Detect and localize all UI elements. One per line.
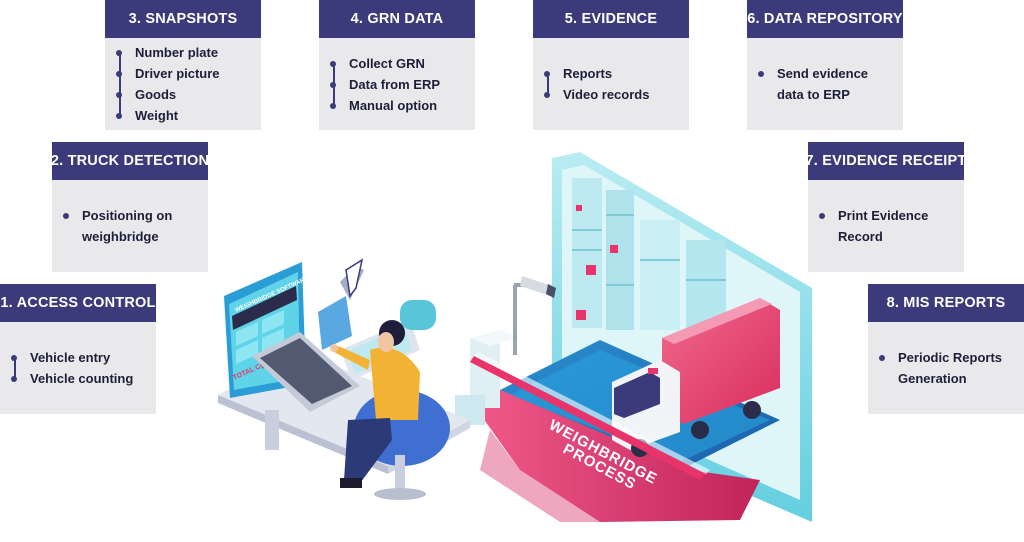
- step-mis-reports: 8. MIS REPORTS Periodic Reports Generati…: [868, 284, 1024, 414]
- step-item: Reports: [563, 66, 613, 81]
- step-item: Positioning on: [82, 208, 173, 223]
- step-item: Record: [838, 229, 883, 244]
- step-snapshots-title: 3. SNAPSHOTS: [105, 0, 261, 38]
- step-item: weighbridge: [82, 229, 159, 244]
- step-data-repository-title: 6. DATA REPOSITORY: [747, 0, 903, 38]
- step-item: Driver picture: [135, 66, 220, 81]
- step-item: Vehicle entry: [30, 350, 111, 365]
- step-item: Print Evidence: [838, 208, 929, 223]
- step-evidence-title: 5. EVIDENCE: [533, 0, 689, 38]
- step-item: Data from ERP: [349, 76, 441, 92]
- laptop: [252, 332, 360, 412]
- step-mis-reports-title: 8. MIS REPORTS: [868, 284, 1024, 322]
- step-item: Weight: [135, 108, 179, 123]
- step-grn-data: 4. GRN DATA Collect GRN Data from ERP Ma…: [319, 0, 475, 130]
- step-evidence-receipt: 7. EVIDENCE RECEIPT Print Evidence Recor…: [806, 142, 966, 272]
- step-evidence-receipt-title: 7. EVIDENCE RECEIPT: [806, 142, 966, 180]
- step-evidence: 5. EVIDENCE Reports Video records: [533, 0, 689, 130]
- step-access-control: 1. ACCESS CONTROL Vehicle entry Vehicle …: [0, 284, 156, 414]
- step-item: Video records: [563, 87, 650, 102]
- step-item: Goods: [135, 87, 177, 102]
- step-item: Manual option: [349, 97, 438, 113]
- step-item: Vehicle counting: [30, 371, 134, 386]
- step-item: Collect GRN: [349, 55, 425, 71]
- step-snapshots: 3. SNAPSHOTS Number plate Driver picture…: [105, 0, 261, 130]
- cctv-camera: [513, 276, 556, 355]
- step-data-repository: 6. DATA REPOSITORY Send evidence data to…: [747, 0, 903, 130]
- step-item: Number plate: [135, 45, 219, 60]
- operator-person: [330, 320, 450, 500]
- step-grn-data-title: 4. GRN DATA: [319, 0, 475, 38]
- barrier-gate: [455, 330, 710, 480]
- step-truck-detection-title: 2. TRUCK DETECTION: [51, 142, 209, 180]
- step-access-control-title: 1. ACCESS CONTROL: [0, 284, 156, 322]
- step-truck-detection: 2. TRUCK DETECTION Positioning on weighb…: [51, 142, 209, 272]
- step-item: Generation: [898, 371, 967, 386]
- step-item: data to ERP: [777, 87, 850, 102]
- step-item: Send evidence: [777, 66, 869, 81]
- step-item: Periodic Reports: [898, 350, 1003, 365]
- truck: [612, 298, 780, 457]
